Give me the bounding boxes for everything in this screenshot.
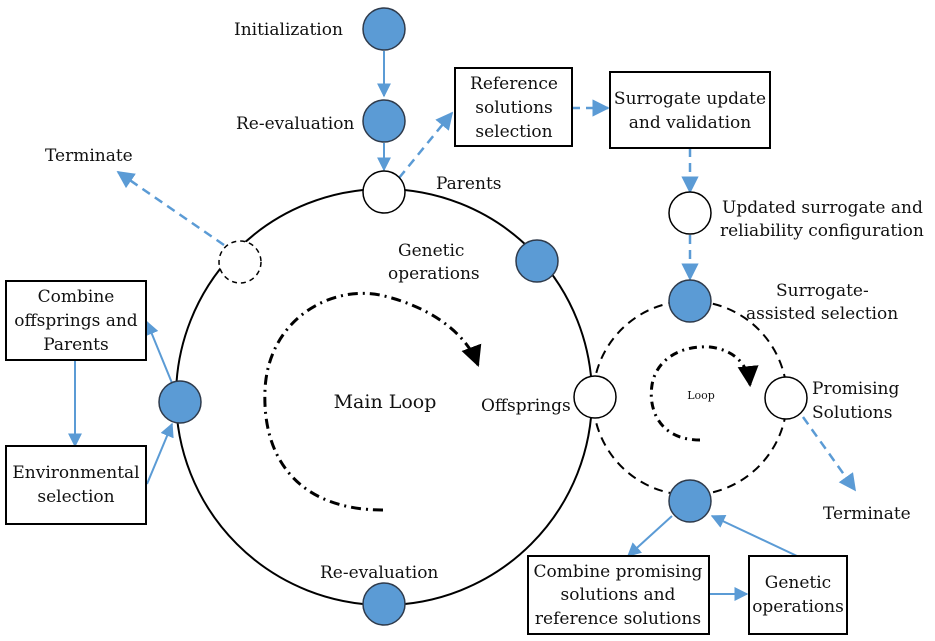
box-reference-line-3: selection — [475, 122, 552, 142]
box-surrogate-update — [609, 71, 771, 149]
label-initialization: Initialization — [234, 20, 343, 40]
label-genetic-2: operations — [388, 264, 480, 284]
node-re-evaluation-top — [362, 99, 406, 143]
label-re-evaluation-bottom: Re-evaluation — [320, 563, 438, 583]
box-combine-promising-line-3: reference solutions — [535, 609, 701, 629]
label-main-loop: Main Loop — [334, 391, 437, 413]
label-terminate-right: Terminate — [823, 504, 911, 524]
box-reference-selection — [454, 67, 573, 147]
box-combine-offsprings-line-1: Combine — [38, 287, 115, 307]
arrow-env-to-node — [146, 422, 174, 485]
label-updated-surrogate-2: reliability configuration — [720, 221, 924, 241]
surrogate-loop-rotation-arrow — [649, 345, 759, 442]
label-promising-1: Promising — [812, 379, 899, 399]
node-parents — [362, 170, 406, 214]
box-genetic-line-1: Genetic — [765, 573, 831, 593]
node-re-evaluation-bottom — [362, 582, 406, 626]
label-promising-2: Solutions — [812, 403, 892, 423]
box-combine-offsprings — [5, 280, 147, 361]
label-re-evaluation-top: Re-evaluation — [236, 114, 354, 134]
node-genetic-operations — [515, 239, 559, 283]
node-promising — [764, 376, 808, 420]
label-genetic-1: Genetic — [398, 241, 464, 261]
arrow-genetic-to-node — [710, 515, 798, 557]
node-offsprings — [573, 375, 617, 419]
label-terminate-left: Terminate — [45, 146, 133, 166]
box-combine-promising — [527, 555, 710, 635]
label-offsprings: Offsprings — [481, 396, 571, 416]
label-surrogate-assisted-2: assisted selection — [746, 304, 898, 324]
label-loop: Loop — [687, 389, 715, 402]
box-reference-line-2: solutions — [475, 98, 553, 118]
box-combine-offsprings-line-2: offsprings and — [14, 311, 138, 331]
box-reference-line-1: Reference — [470, 74, 558, 94]
box-environmental-line-1: Environmental — [12, 463, 139, 483]
box-surrogate-line-1: Surrogate update — [614, 89, 766, 109]
label-surrogate-assisted-1: Surrogate- — [776, 281, 869, 301]
box-genetic-operations — [748, 555, 848, 635]
label-updated-surrogate-1: Updated surrogate and — [722, 198, 923, 218]
box-combine-offsprings-line-3: Parents — [43, 335, 109, 355]
node-environmental — [158, 380, 202, 424]
label-parents: Parents — [436, 174, 502, 194]
box-environmental-line-2: selection — [37, 487, 114, 507]
box-genetic-line-2: operations — [752, 597, 844, 617]
node-surrogate-selection — [668, 279, 712, 323]
arrow-node-to-combine-promising — [626, 515, 673, 557]
node-combine-promising — [668, 479, 712, 523]
box-surrogate-line-2: and validation — [629, 113, 752, 133]
arrow-node-to-combine — [145, 320, 173, 384]
box-environmental-selection — [5, 445, 147, 525]
box-combine-promising-line-1: Combine promising — [534, 562, 703, 582]
node-initialization — [362, 7, 406, 51]
node-updated-surrogate — [668, 191, 712, 235]
arrow-parents-to-reference — [398, 111, 454, 179]
arrow-terminate-left — [116, 170, 225, 247]
arrow-terminate-right — [801, 416, 857, 492]
node-terminate-left — [218, 240, 262, 284]
main-loop-rotation-arrow — [263, 291, 482, 512]
box-combine-promising-line-2: solutions and — [561, 585, 676, 605]
